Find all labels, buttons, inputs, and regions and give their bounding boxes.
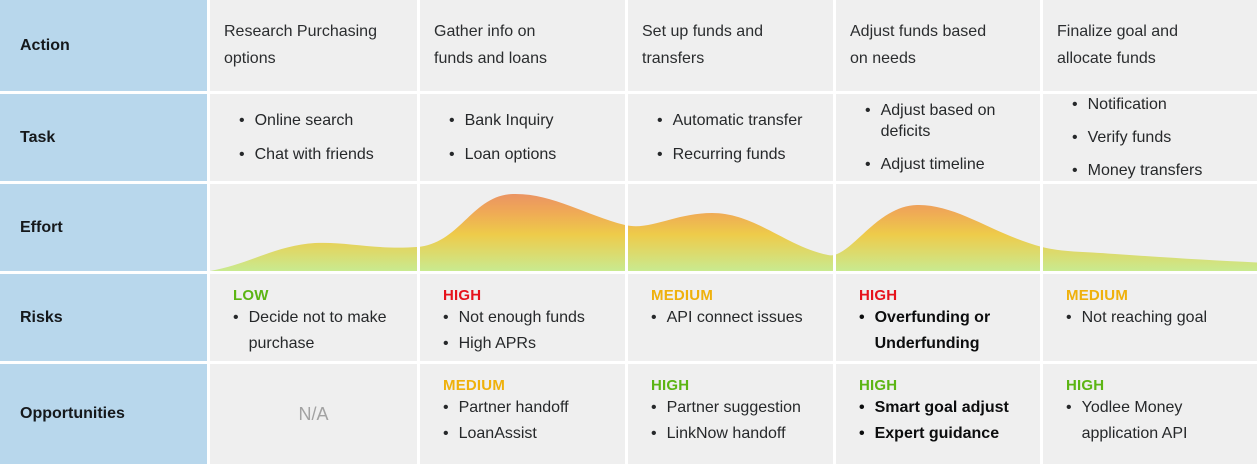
task-item: Automatic transfer [657, 110, 803, 131]
risk-level-badge: MEDIUM [1066, 287, 1129, 304]
risk-list: Decide not to make purchase [233, 305, 409, 357]
task-item: Chat with friends [239, 144, 374, 165]
opportunity-level-badge: MEDIUM [443, 377, 506, 394]
opportunity-list: Partner handoff LoanAssist [443, 395, 617, 447]
task-list: Online search Chat with friends [239, 98, 374, 176]
opportunity-item: Smart goal adjust [859, 395, 1032, 421]
na-text: N/A [298, 403, 329, 424]
effort-column-divider [833, 184, 836, 271]
action-cell-4: Adjust funds based on needs [836, 0, 1040, 91]
effort-cell-1 [210, 184, 417, 271]
risk-item: Overfunding or Underfunding [859, 305, 1032, 357]
effort-column-divider [1040, 184, 1043, 271]
risk-list: Overfunding or Underfunding [859, 305, 1032, 357]
opportunity-cell-3: HIGH Partner suggestion LinkNow handoff [628, 364, 833, 464]
row-header-opportunities: Opportunities [0, 364, 207, 464]
risk-level-badge: HIGH [859, 287, 898, 304]
effort-cell-3 [628, 184, 833, 271]
row-header-opportunities-label: Opportunities [20, 405, 125, 422]
risk-cell-2: HIGH Not enough funds High APRs [420, 274, 625, 361]
risk-cell-5: MEDIUM Not reaching goal [1043, 274, 1257, 361]
effort-cell-4 [836, 184, 1040, 271]
row-header-action-label: Action [20, 36, 70, 54]
task-item: Notification [1072, 94, 1202, 115]
risk-list: Not enough funds High APRs [443, 305, 617, 357]
opportunity-item: Partner suggestion [651, 395, 825, 421]
effort-column-divider [417, 184, 420, 271]
risk-list: API connect issues [651, 305, 825, 331]
opportunity-cell-5: HIGH Yodlee Money application API [1043, 364, 1257, 464]
risk-level-badge: MEDIUM [651, 287, 714, 304]
risk-cell-4: HIGH Overfunding or Underfunding [836, 274, 1040, 361]
risk-item: Not reaching goal [1066, 305, 1249, 331]
row-header-risks: Risks [0, 274, 207, 361]
opportunity-level-badge: HIGH [1066, 377, 1105, 394]
task-item: Bank Inquiry [449, 110, 556, 131]
task-item: Adjust timeline [865, 154, 1032, 175]
opportunity-cell-4: HIGH Smart goal adjust Expert guidance [836, 364, 1040, 464]
risk-level-badge: LOW [233, 287, 269, 304]
risk-item: Not enough funds [443, 305, 617, 331]
opportunity-level-badge: HIGH [859, 377, 898, 394]
risk-item: Decide not to make purchase [233, 305, 409, 357]
opportunity-list: Partner suggestion LinkNow handoff [651, 395, 825, 447]
row-header-risks-label: Risks [20, 308, 63, 326]
action-cell-3: Set up funds and transfers [628, 0, 833, 91]
action-title: Research Purchasing options [224, 22, 377, 67]
action-cell-2: Gather info on funds and loans [420, 0, 625, 91]
task-cell-3: Automatic transfer Recurring funds [628, 94, 833, 181]
opportunity-item: LinkNow handoff [651, 421, 825, 447]
task-item: Online search [239, 110, 374, 131]
row-header-task: Task [0, 94, 207, 181]
task-list: Adjust based on deficits Adjust timeline [865, 88, 1032, 187]
effort-cell-2 [420, 184, 625, 271]
row-header-effort: Effort [0, 184, 207, 271]
opportunity-list: Yodlee Money application API [1066, 395, 1249, 447]
task-list: Notification Verify funds Money transfer… [1072, 82, 1203, 193]
task-list: Automatic transfer Recurring funds [657, 98, 803, 176]
opportunity-item: Expert guidance [859, 421, 1032, 447]
risk-cell-1: LOW Decide not to make purchase [210, 274, 417, 361]
opportunity-item: LoanAssist [443, 421, 617, 447]
task-cell-4: Adjust based on deficits Adjust timeline [836, 94, 1040, 181]
action-title: Gather info on funds and loans [434, 22, 547, 67]
task-item: Adjust based on deficits [865, 100, 1032, 142]
risk-level-badge: HIGH [443, 287, 482, 304]
action-title: Adjust funds based on needs [850, 22, 987, 67]
task-list: Bank Inquiry Loan options [449, 98, 557, 176]
effort-cell-5 [1043, 184, 1257, 271]
opportunity-cell-1: N/A [210, 364, 417, 464]
action-title: Finalize goal and allocate funds [1057, 22, 1178, 67]
task-item: Money transfers [1072, 160, 1203, 181]
task-item: Recurring funds [657, 144, 802, 165]
row-header-effort-label: Effort [20, 218, 63, 236]
action-cell-1: Research Purchasing options [210, 0, 417, 91]
opportunity-item: Partner handoff [443, 395, 617, 421]
action-cell-5: Finalize goal and allocate funds [1043, 0, 1257, 91]
task-cell-5: Notification Verify funds Money transfer… [1043, 94, 1257, 181]
task-item: Verify funds [1072, 127, 1202, 148]
opportunity-level-badge: HIGH [651, 377, 690, 394]
row-header-task-label: Task [20, 128, 56, 146]
opportunity-list: Smart goal adjust Expert guidance [859, 395, 1032, 447]
task-cell-1: Online search Chat with friends [210, 94, 417, 181]
action-title: Set up funds and transfers [642, 22, 763, 67]
task-item: Loan options [449, 144, 557, 165]
opportunity-item: Yodlee Money application API [1066, 395, 1249, 447]
risk-cell-3: MEDIUM API connect issues [628, 274, 833, 361]
effort-column-divider [625, 184, 628, 271]
risk-item: API connect issues [651, 305, 825, 331]
task-cell-2: Bank Inquiry Loan options [420, 94, 625, 181]
risk-list: Not reaching goal [1066, 305, 1249, 331]
risk-item: High APRs [443, 331, 617, 357]
opportunity-cell-2: MEDIUM Partner handoff LoanAssist [420, 364, 625, 464]
row-header-action: Action [0, 0, 207, 91]
